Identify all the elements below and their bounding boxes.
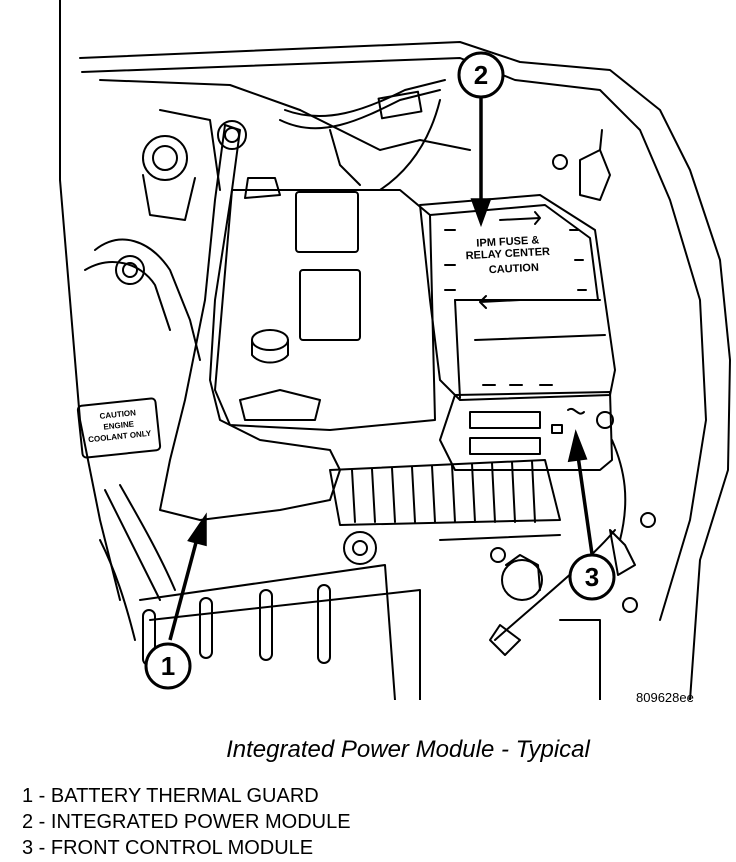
hood-line xyxy=(79,41,731,700)
callout-2: 2 xyxy=(457,51,505,99)
engine-compartment-illustration: IPM FUSE & RELAY CENTER CAUTION CAUTION … xyxy=(59,0,731,700)
arrowhead-2 xyxy=(470,198,492,228)
svg-text:1: 1 xyxy=(161,651,175,681)
coolant-label-plate xyxy=(76,397,162,459)
figure-caption: Integrated Power Module - Typical xyxy=(226,736,590,763)
legend-item-3: 3 - FRONT CONTROL MODULE xyxy=(22,837,314,859)
callout-1: 1 xyxy=(144,642,192,690)
callout-3: 3 xyxy=(568,553,616,601)
coolant-label-line2: ENGINE xyxy=(103,419,135,431)
hose xyxy=(94,238,201,361)
battery-thermal-guard xyxy=(159,124,341,521)
legend: 1 - BATTERY THERMAL GUARD 2 - INTEGRATED… xyxy=(22,783,351,861)
arrowhead-1 xyxy=(187,512,207,547)
ipm-label-line2: RELAY CENTER xyxy=(465,246,550,262)
left-cap xyxy=(142,135,188,181)
leader-line-3 xyxy=(576,455,594,555)
battery xyxy=(214,189,436,431)
fender-inner-line xyxy=(81,57,707,621)
legend-item-2: 2 - INTEGRATED POWER MODULE xyxy=(22,811,351,833)
leader-line-1 xyxy=(168,534,200,641)
figure-id: 809628ee xyxy=(636,690,694,705)
wiring-harness xyxy=(279,89,441,130)
front-control-module xyxy=(439,391,613,471)
coolant-label-line3: COOLANT ONLY xyxy=(88,429,153,445)
battery-tray xyxy=(149,589,421,700)
integrated-power-module xyxy=(419,194,616,401)
svg-text:3: 3 xyxy=(585,562,599,592)
ipm-label-line1: IPM FUSE & xyxy=(476,234,540,249)
legend-item-1: 1 - BATTERY THERMAL GUARD xyxy=(22,785,319,807)
left-fender-line xyxy=(59,0,121,601)
arrowhead-3 xyxy=(567,429,588,463)
connector-ribs xyxy=(329,459,561,526)
ipm-caution-label: CAUTION xyxy=(489,262,540,277)
coolant-label-line1: CAUTION xyxy=(99,408,136,421)
svg-text:2: 2 xyxy=(474,60,488,90)
